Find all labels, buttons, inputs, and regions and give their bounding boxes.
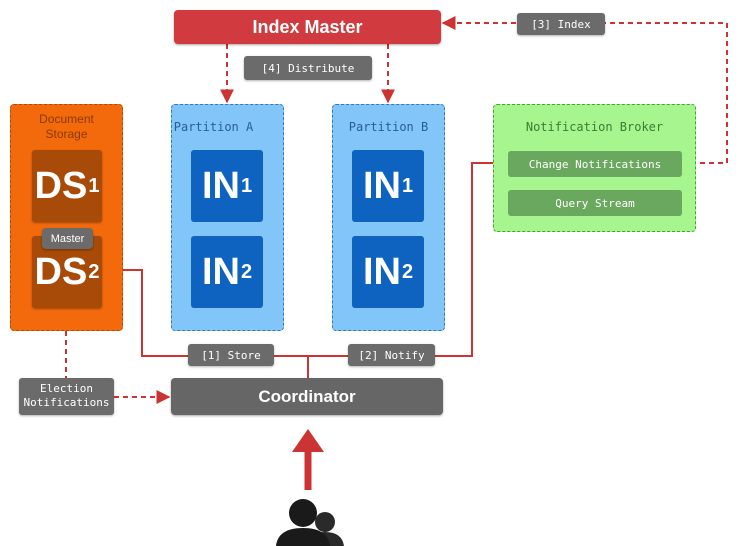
notify-label-text: [2] Notify <box>358 348 425 362</box>
partition-a-in1-subscript: 1 <box>240 174 253 197</box>
document-storage-title-line2: Storage <box>45 127 88 141</box>
index-label-text: [3] Index <box>531 17 591 31</box>
coordinator-box: Coordinator <box>171 378 443 415</box>
partition-a-in1-prefix: IN <box>201 164 240 207</box>
partition-b-in1-prefix: IN <box>362 164 401 207</box>
users-icon <box>276 499 344 546</box>
election-notifications-box: Election Notifications <box>19 378 114 415</box>
coordinator-label: Coordinator <box>258 386 356 406</box>
distribute-label: [4] Distribute <box>244 56 372 80</box>
query-stream-label: Query Stream <box>555 196 635 210</box>
document-storage-title-line1: Document <box>39 112 94 126</box>
ds2-subscript: 2 <box>88 260 100 283</box>
partition-a-in2-subscript: 2 <box>240 260 253 283</box>
request-arrow-head <box>292 429 324 452</box>
store-label: [1] Store <box>188 344 274 366</box>
document-storage-title: Document Storage <box>10 112 123 142</box>
master-tag-text: Master <box>50 232 85 245</box>
store-label-text: [1] Store <box>201 348 261 362</box>
partition-b-in2-subscript: 2 <box>401 260 414 283</box>
partition-a-in2-prefix: IN <box>201 250 240 293</box>
election-line2: Notifications <box>23 396 110 409</box>
partition-a-title: Partition A <box>173 120 254 134</box>
ds1-subscript: 1 <box>88 174 100 197</box>
master-tag: Master <box>42 228 93 249</box>
notification-broker-title: Notification Broker <box>525 120 664 134</box>
index-label: [3] Index <box>517 13 605 35</box>
partition-b-in2-prefix: IN <box>362 250 401 293</box>
election-line1: Election <box>40 382 93 395</box>
index-master-box: Index Master <box>174 10 441 44</box>
ds2-prefix: DS <box>34 250 88 293</box>
distribute-label-text: [4] Distribute <box>261 61 355 75</box>
change-notifications-item: Change Notifications <box>508 151 682 177</box>
notify-label: [2] Notify <box>348 344 435 366</box>
ds1-prefix: DS <box>34 164 88 207</box>
query-stream-item: Query Stream <box>508 190 682 216</box>
change-notifications-label: Change Notifications <box>528 157 662 171</box>
index-master-label: Index Master <box>252 16 363 37</box>
partition-b-title: Partition B <box>348 120 429 134</box>
partition-b-in1-subscript: 1 <box>401 174 414 197</box>
